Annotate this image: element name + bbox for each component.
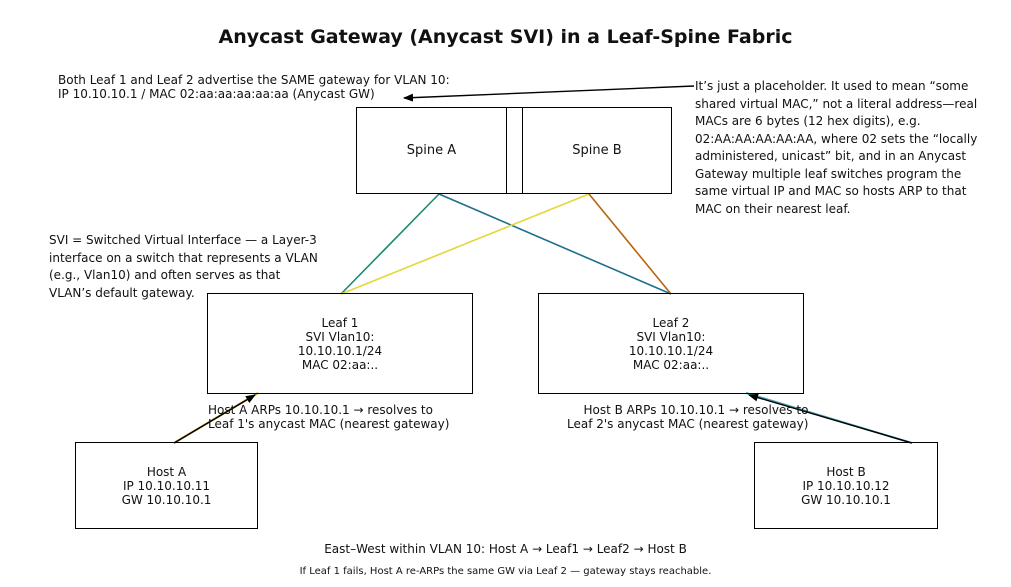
failover-caption: If Leaf 1 fails, Host A re-ARPs the same… xyxy=(299,566,712,577)
spine-b-label: Spine B xyxy=(572,142,622,158)
host-a-node[interactable]: Host A IP 10.10.10.11 GW 10.10.10.1 xyxy=(75,442,258,529)
link-spineb-leaf2 xyxy=(588,193,672,295)
host-b-label: Host B IP 10.10.10.12 GW 10.10.10.1 xyxy=(801,464,891,507)
leaf2-label: Leaf 2 SVI Vlan10: 10.10.10.1/24 MAC 02:… xyxy=(628,315,714,372)
arrow-hosta-arp xyxy=(173,394,256,444)
host-a-label: Host A IP 10.10.10.11 GW 10.10.10.1 xyxy=(121,464,212,507)
anycast-gw-note: Both Leaf 1 and Leaf 2 advertise the SAM… xyxy=(58,73,450,101)
spine-b-node[interactable]: Spine B xyxy=(522,107,672,194)
link-spinea-leaf1 xyxy=(340,193,440,295)
host-a-arp-note: Host A ARPs 10.10.10.1 → resolves to Lea… xyxy=(208,403,450,431)
arrow-placeholder-note xyxy=(403,85,695,102)
spine-a-label: Spine A xyxy=(406,142,457,158)
host-b-arp-note: Host B ARPs 10.10.10.1 → resolves to Lea… xyxy=(567,403,809,431)
link-spineb-leaf1 xyxy=(340,193,590,295)
host-b-node[interactable]: Host B IP 10.10.10.12 GW 10.10.10.1 xyxy=(754,442,938,529)
leaf1-node[interactable]: Leaf 1 SVI Vlan10: 10.10.10.1/24 MAC 02:… xyxy=(207,293,473,394)
svi-definition-note: SVI = Switched Virtual Interface — a Lay… xyxy=(49,233,318,300)
spine-interconnect xyxy=(506,107,523,194)
leaf2-node[interactable]: Leaf 2 SVI Vlan10: 10.10.10.1/24 MAC 02:… xyxy=(538,293,804,394)
diagram-title: Anycast Gateway (Anycast SVI) in a Leaf-… xyxy=(218,26,793,48)
arrow-hostb-arp xyxy=(748,393,913,444)
placeholder-mac-note: It’s just a placeholder. It used to mean… xyxy=(695,79,978,216)
leaf1-label: Leaf 1 SVI Vlan10: 10.10.10.1/24 MAC 02:… xyxy=(297,315,383,372)
link-spinea-leaf2 xyxy=(438,193,672,295)
east-west-caption: East–West within VLAN 10: Host A → Leaf1… xyxy=(324,542,687,556)
spine-a-node[interactable]: Spine A xyxy=(356,107,507,194)
